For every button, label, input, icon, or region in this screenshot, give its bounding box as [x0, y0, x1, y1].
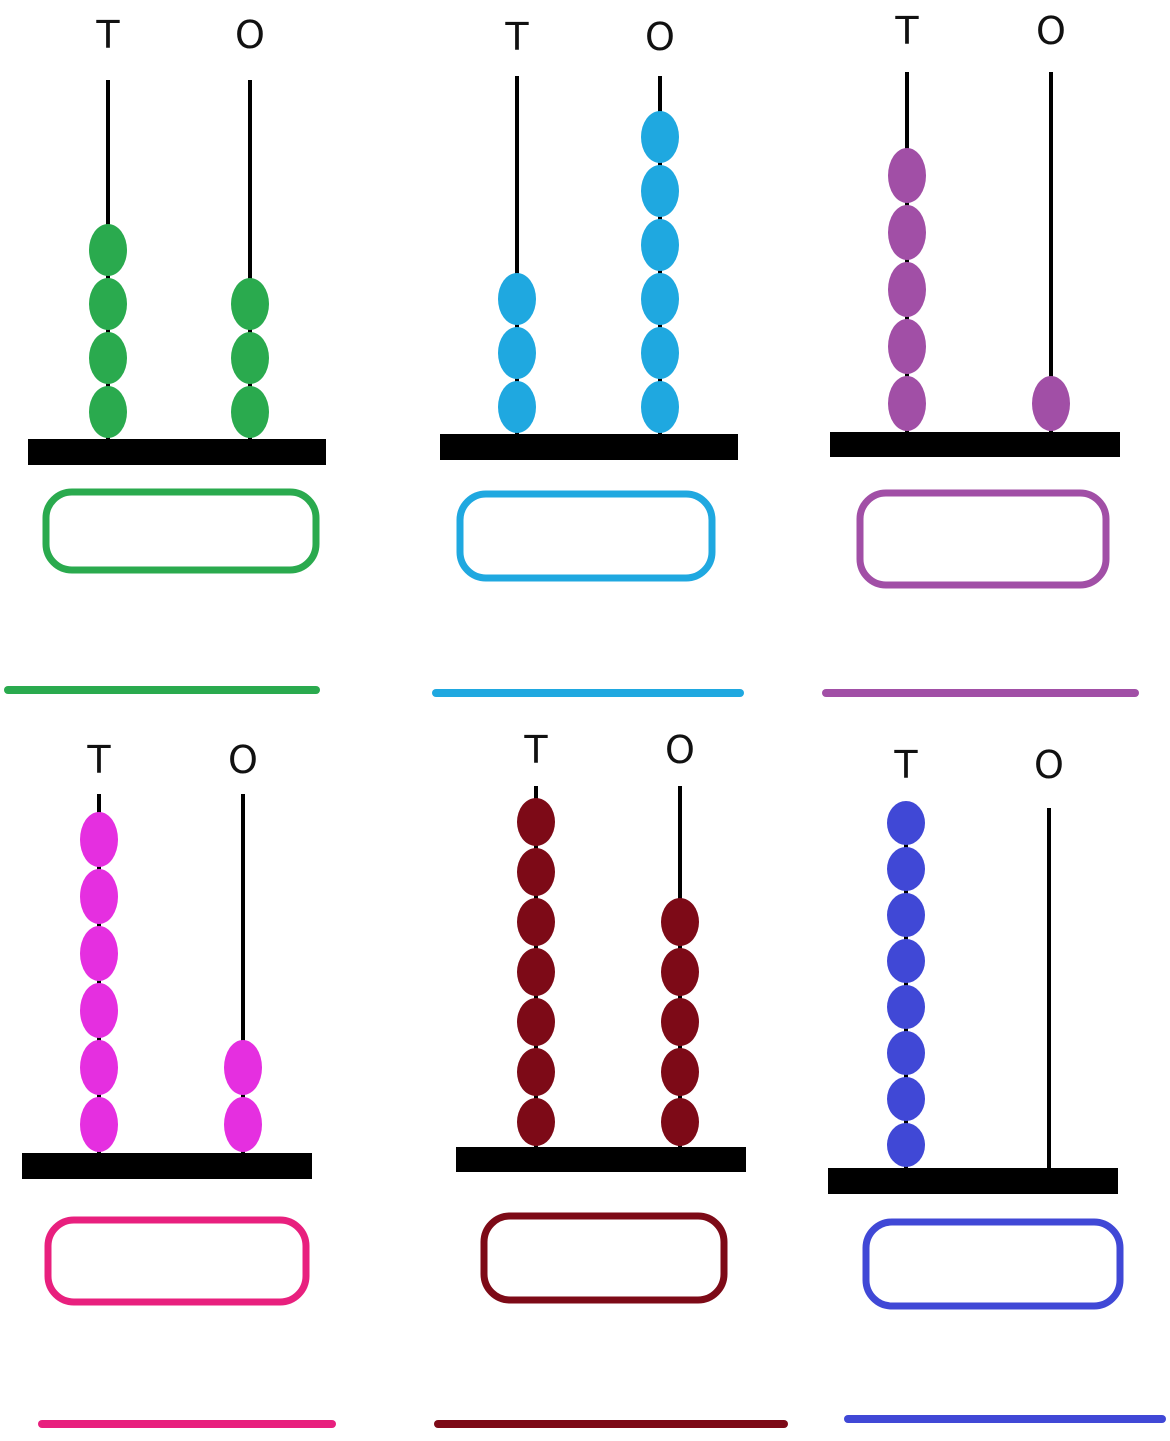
ones-bead: [224, 1040, 262, 1095]
ones-bead: [1032, 376, 1070, 431]
tens-bead: [888, 319, 926, 374]
ones-bead: [641, 111, 679, 163]
ones-bead: [224, 1097, 262, 1152]
tens-bead: [517, 948, 555, 996]
abacus-base: [28, 439, 326, 465]
ones-bead: [661, 1098, 699, 1146]
tens-label: T: [893, 743, 918, 787]
tens-bead: [887, 1031, 925, 1075]
abacus-base: [456, 1147, 746, 1172]
ones-bead: [661, 948, 699, 996]
ones-bead: [661, 998, 699, 1046]
tens-bead: [80, 983, 118, 1038]
abacus-base: [22, 1153, 312, 1179]
tens-bead: [888, 262, 926, 317]
ones-bead: [661, 898, 699, 946]
tens-bead: [80, 812, 118, 867]
tens-bead: [517, 1048, 555, 1096]
tens-bead: [517, 998, 555, 1046]
tens-bead: [517, 798, 555, 846]
tens-bead: [887, 939, 925, 983]
ones-bead: [661, 1048, 699, 1096]
tens-bead: [887, 985, 925, 1029]
ones-label: O: [665, 728, 695, 772]
tens-bead: [89, 332, 127, 384]
tens-bead: [887, 1077, 925, 1121]
tens-bead: [888, 148, 926, 203]
ones-label: O: [1034, 743, 1064, 787]
tens-bead: [887, 847, 925, 891]
ones-label: O: [645, 15, 675, 59]
ones-label: O: [228, 738, 258, 782]
tens-bead: [80, 1040, 118, 1095]
tens-bead: [89, 386, 127, 438]
tens-bead: [517, 898, 555, 946]
answer-box[interactable]: [856, 489, 1110, 589]
ones-bead: [641, 381, 679, 433]
ones-bead: [641, 165, 679, 217]
answer-box[interactable]: [862, 1218, 1124, 1310]
tens-label: T: [504, 15, 529, 59]
ones-bead: [231, 386, 269, 438]
tens-bead: [89, 278, 127, 330]
ones-bead: [641, 327, 679, 379]
tens-bead: [89, 224, 127, 276]
answer-box[interactable]: [42, 488, 320, 574]
tens-bead: [517, 848, 555, 896]
ones-bead: [641, 219, 679, 271]
answer-box[interactable]: [44, 1216, 310, 1306]
ones-label: O: [235, 13, 265, 57]
tens-bead: [498, 381, 536, 433]
tens-bead: [80, 926, 118, 981]
tens-label: T: [95, 13, 120, 57]
abacus-base: [830, 432, 1120, 457]
tens-bead: [80, 1097, 118, 1152]
tens-label: T: [894, 9, 919, 53]
tens-bead: [887, 801, 925, 845]
tens-bead: [80, 869, 118, 924]
ones-bead: [641, 273, 679, 325]
abacus-base: [440, 434, 738, 460]
tens-label: T: [523, 728, 548, 772]
tens-bead: [517, 1098, 555, 1146]
answer-box[interactable]: [456, 490, 716, 582]
ones-bead: [231, 278, 269, 330]
abacus-base: [828, 1168, 1118, 1194]
tens-bead: [887, 1123, 925, 1167]
answer-box[interactable]: [480, 1212, 728, 1304]
ones-bead: [231, 332, 269, 384]
tens-bead: [498, 273, 536, 325]
tens-label: T: [86, 738, 111, 782]
tens-bead: [887, 893, 925, 937]
tens-bead: [888, 376, 926, 431]
tens-bead: [888, 205, 926, 260]
ones-label: O: [1036, 9, 1066, 53]
tens-bead: [498, 327, 536, 379]
